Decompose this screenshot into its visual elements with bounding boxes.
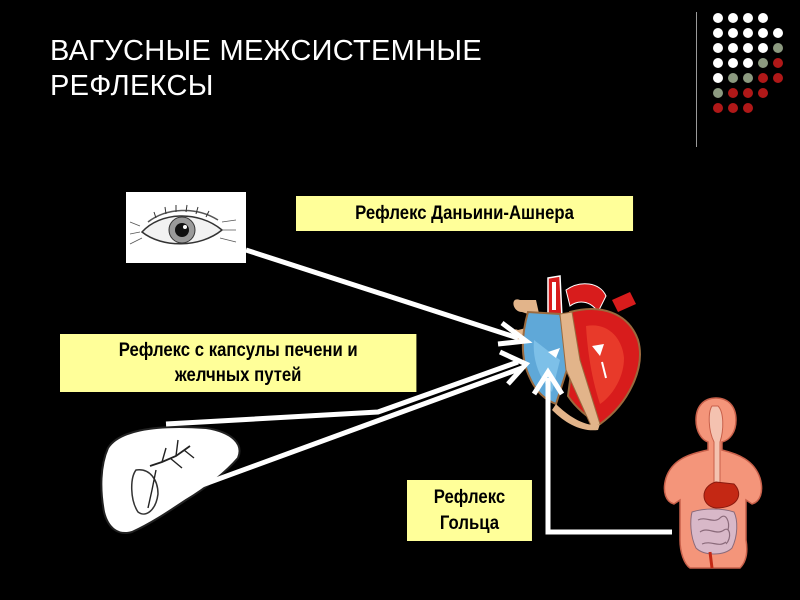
reflex-arrows [165, 247, 672, 535]
decorative-dot [713, 43, 723, 53]
decorative-dot [728, 28, 738, 38]
decorative-dot [773, 73, 783, 83]
decorative-dot [743, 88, 753, 98]
decorative-dot [728, 58, 738, 68]
decorative-dot [713, 73, 723, 83]
decorative-dot [743, 103, 753, 113]
heart-image [513, 275, 641, 431]
label-goltz-line-2: Гольца [439, 512, 500, 534]
decorative-dot [728, 88, 738, 98]
decorative-dot [713, 58, 723, 68]
decorative-dot [728, 103, 738, 113]
arrowhead-liver [498, 349, 531, 386]
liver-image [100, 425, 241, 534]
slide-title-line-2: РЕФЛЕКСЫ [50, 70, 214, 102]
label-dagnini-text: Рефлекс Даньини-Ашнера [355, 202, 574, 224]
decorative-dot [758, 73, 768, 83]
label-liver-capsule-reflex: Рефлекс с капсулы печени и желчных путей [60, 334, 417, 392]
arrowhead-eye [497, 321, 533, 347]
label-dagnini-aschner-reflex: Рефлекс Даньини-Ашнера [296, 196, 634, 231]
decorative-dot [728, 13, 738, 23]
decorative-dot [758, 58, 768, 68]
decorative-dot [728, 43, 738, 53]
slide-title: ВАГУСНЫЕ МЕЖСИСТЕМНЫЕ РЕФЛЕКСЫ [50, 34, 482, 104]
label-goltz-reflex: Рефлекс Гольца [407, 480, 532, 541]
arrow-stomach-to-heart [545, 378, 672, 535]
decorative-divider [696, 12, 697, 147]
decorative-dot [713, 103, 723, 113]
decorative-dot [773, 28, 783, 38]
eye-image [126, 192, 246, 263]
decorative-dot [743, 58, 753, 68]
decorative-dot [758, 13, 768, 23]
label-liver-line-1: Рефлекс с капсулы печени и [118, 340, 358, 361]
label-goltz-line-1: Рефлекс [433, 486, 506, 508]
eye-icon [129, 204, 237, 245]
label-goltz-text: Рефлекс Гольца [434, 485, 505, 537]
arrow-eye-to-heart [245, 247, 519, 341]
label-liver-text: Рефлекс с капсулы печени и желчных путей [119, 338, 358, 388]
arrow-liver-lower [171, 365, 523, 499]
decorative-dot [758, 43, 768, 53]
decorative-dot [713, 88, 723, 98]
decorative-dot [713, 13, 723, 23]
decorative-dot [758, 28, 768, 38]
decorative-dot [773, 43, 783, 53]
label-liver-line-2: желчных путей [174, 365, 302, 386]
decorative-dot [743, 73, 753, 83]
decorative-dot [743, 13, 753, 23]
decorative-dot [743, 43, 753, 53]
decorative-dot [728, 73, 738, 83]
decorative-dot [758, 88, 768, 98]
decorative-dot [713, 28, 723, 38]
decorative-dot [743, 28, 753, 38]
decorative-dot [773, 58, 783, 68]
slide-title-line-1: ВАГУСНЫЕ МЕЖСИСТЕМНЫЕ [50, 35, 482, 67]
arrow-liver-upper [165, 359, 519, 427]
torso-image [663, 397, 763, 569]
arrowhead-stomach [531, 367, 565, 396]
